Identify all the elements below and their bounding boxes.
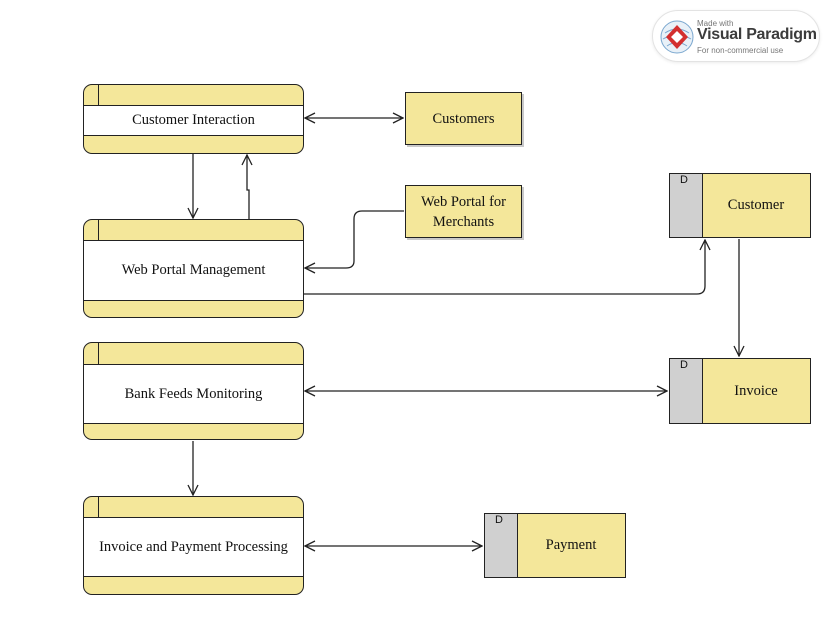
process-header	[84, 220, 303, 240]
visual-paradigm-watermark: Made with Visual Paradigm For non-commer…	[652, 10, 820, 62]
flow-merchants-to-web-portal	[305, 210, 404, 268]
entity-label-line1: Web Portal for	[420, 193, 506, 210]
entity-web-portal-merchants[interactable]: Web Portal for Merchants	[405, 185, 522, 238]
process-label: Customer Interaction	[84, 105, 303, 136]
datastore-tag: D	[485, 514, 518, 577]
datastore-invoice[interactable]: D Invoice	[669, 358, 811, 424]
watermark-note: For non-commercial use	[697, 46, 784, 55]
process-customer-interaction[interactable]: Customer Interaction	[83, 84, 304, 154]
process-label: Invoice and Payment Processing	[84, 517, 303, 577]
datastore-tag-label: D	[680, 359, 688, 371]
process-header	[84, 85, 303, 105]
datastore-tag-label: D	[680, 174, 688, 186]
datastore-customer[interactable]: D Customer	[669, 173, 811, 238]
datastore-payment[interactable]: D Payment	[484, 513, 626, 578]
entity-customers[interactable]: Customers	[405, 92, 522, 145]
process-invoice-payment-processing[interactable]: Invoice and Payment Processing	[83, 496, 304, 595]
process-label: Bank Feeds Monitoring	[84, 364, 303, 424]
entity-label-line2: Merchants	[432, 213, 495, 230]
datastore-label: Invoice	[734, 382, 778, 399]
entity-label: Customers	[432, 110, 495, 127]
flow-web-portal-to-customer-store	[304, 240, 705, 295]
datastore-tag-label: D	[495, 514, 503, 526]
process-web-portal-management[interactable]: Web Portal Management	[83, 219, 304, 318]
visual-paradigm-logo-icon	[660, 20, 694, 54]
datastore-tag: D	[670, 174, 703, 237]
process-label: Web Portal Management	[84, 240, 303, 301]
datastore-tag: D	[670, 359, 703, 423]
process-header	[84, 343, 303, 364]
watermark-brand: Visual Paradigm	[697, 26, 817, 43]
datastore-label: Payment	[545, 537, 597, 553]
process-header	[84, 497, 303, 517]
flow-web-portal-to-customer-interaction	[247, 155, 249, 219]
process-bank-feeds-monitoring[interactable]: Bank Feeds Monitoring	[83, 342, 304, 440]
watermark-made-with: Made with	[697, 19, 734, 28]
datastore-label: Customer	[727, 197, 785, 213]
